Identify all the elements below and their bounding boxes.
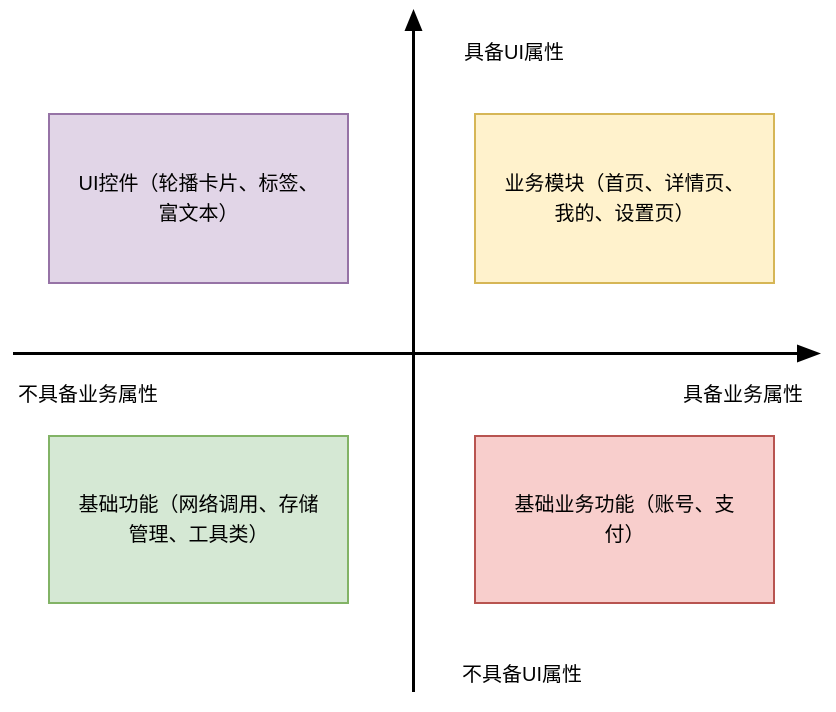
quadrant-bottom-right-basic-business-functions: 基础业务功能（账号、支 付）: [474, 435, 775, 604]
quadrant-label-line: 基础业务功能（账号、支: [514, 493, 735, 516]
quadrant-label-line: 富文本）: [158, 202, 239, 225]
quadrant-label-line: 业务模块（首页、详情页、: [504, 172, 745, 195]
quadrant-label-line: UI控件（轮播卡片、标签、: [78, 172, 319, 195]
arrow-right-icon: [797, 344, 821, 363]
axis-label-bottom: 不具备UI属性: [462, 664, 582, 686]
quadrant-label-line: 管理、工具类）: [128, 523, 269, 546]
quadrant-label-line: 基础功能（网络调用、存储: [78, 493, 319, 516]
quadrant-bottom-left-basic-functions: 基础功能（网络调用、存储 管理、工具类）: [48, 435, 349, 604]
axis-label-right: 具备业务属性: [683, 384, 803, 406]
quadrant-top-right-business-modules: 业务模块（首页、详情页、 我的、设置页）: [474, 113, 775, 284]
quadrant-label-line: 我的、设置页）: [554, 202, 695, 225]
axis-label-left: 不具备业务属性: [18, 384, 158, 406]
arrow-up-icon: [404, 9, 423, 31]
quadrant-label-line: 付）: [604, 523, 645, 546]
quadrant-top-left-ui-widgets: UI控件（轮播卡片、标签、 富文本）: [48, 113, 349, 284]
axis-label-top: 具备UI属性: [464, 42, 564, 64]
